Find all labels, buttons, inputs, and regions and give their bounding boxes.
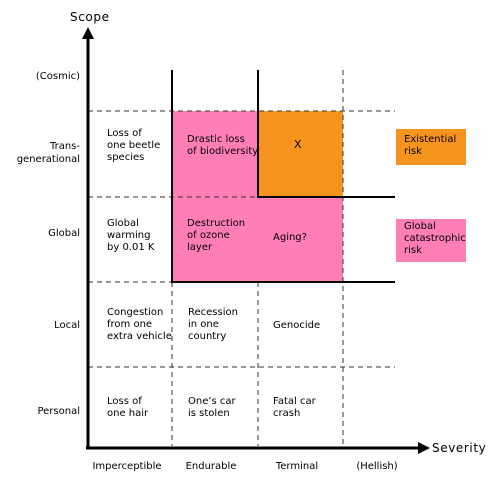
cell-personal-endurable: One’s car is stolen [188, 396, 236, 419]
legend-global-catastrophic-risk: Global catastrophic risk [404, 221, 466, 256]
axes [82, 27, 430, 454]
cell-global-terminal: Aging? [273, 232, 307, 243]
cell-trans-imperceptible: Loss of one beetle species [107, 128, 161, 163]
row-label-cosmic: (Cosmic) [35, 71, 80, 82]
cell-local-imperceptible: Congestion from one extra vehicle [107, 307, 172, 342]
column-label-endurable: Endurable [185, 461, 237, 472]
y-axis-arrow-icon [82, 27, 94, 39]
cell-global-imperceptible: Global warming by 0.01 K [107, 218, 155, 253]
cell-local-terminal: Genocide [273, 320, 321, 331]
cell-personal-terminal: Fatal car crash [273, 396, 316, 419]
y-axis-title: Scope [70, 10, 110, 24]
cell-local-endurable: Recession in one country [188, 307, 238, 342]
existential-legend-swatch [396, 129, 466, 165]
x-axis-arrow-icon [418, 442, 430, 454]
column-label-hellish: (Hellish) [356, 461, 398, 472]
row-label-global: Global [48, 228, 80, 239]
column-label-terminal: Terminal [275, 461, 319, 472]
global-catastrophic-legend-swatch [396, 219, 466, 262]
cell-trans-endurable: Drastic loss of biodiversity [187, 134, 259, 157]
row-label-local: Local [54, 320, 80, 331]
row-label-trans-generational: Trans- generational [16, 141, 80, 165]
risk-boundaries [171, 70, 395, 283]
cell-trans-terminal: X [294, 138, 302, 151]
row-label-personal: Personal [37, 406, 80, 417]
x-axis-title: Severity [432, 441, 487, 455]
legend-existential-risk: Existential risk [404, 134, 457, 157]
existential-region [258, 111, 343, 197]
cell-global-endurable: Destruction of ozone layer [187, 218, 246, 253]
cell-personal-imperceptible: Loss of one hair [107, 396, 149, 419]
column-label-imperceptible: Imperceptible [92, 461, 162, 472]
